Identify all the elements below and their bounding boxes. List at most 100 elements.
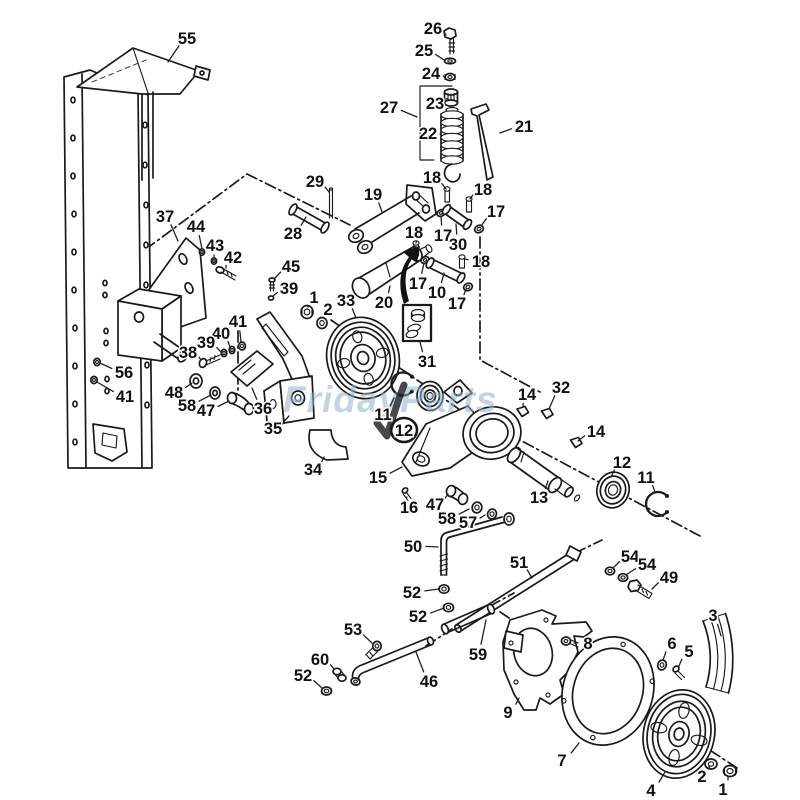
leader-line-13 <box>544 480 549 489</box>
part-callout-30: 30 <box>449 236 467 254</box>
leader-line-18 <box>441 182 447 190</box>
part-callout-47: 47 <box>426 496 444 514</box>
hardware-left-cluster <box>89 247 276 416</box>
part-callout-25: 25 <box>415 42 433 60</box>
leader-line-54 <box>612 561 621 569</box>
leader-line-44 <box>198 235 203 250</box>
leader-line-49 <box>651 582 660 590</box>
part-callout-3: 3 <box>708 607 717 625</box>
part-callout-46: 46 <box>420 673 438 691</box>
part-callout-31: 31 <box>418 353 436 371</box>
leader-line-34 <box>321 456 325 463</box>
leader-line-17 <box>480 217 488 227</box>
part-callout-49: 49 <box>660 569 678 587</box>
leader-line-59 <box>480 619 487 645</box>
part-callout-22: 22 <box>419 125 437 143</box>
part-callout-18: 18 <box>405 224 423 242</box>
part-callout-17: 17 <box>434 227 452 245</box>
leader-line-53 <box>362 634 373 644</box>
hardware-47-58-57 <box>445 484 498 520</box>
leader-line-17 <box>463 288 467 296</box>
part-callout-8: 8 <box>583 635 592 653</box>
leader-line-40 <box>227 340 231 348</box>
part-callout-44: 44 <box>187 218 206 236</box>
part-callout-38: 38 <box>179 344 197 362</box>
part-callout-2: 2 <box>323 301 332 319</box>
part-11-snap-ring-left <box>390 371 414 397</box>
part-callout-14: 14 <box>587 423 606 441</box>
leader-line-47 <box>444 493 449 499</box>
leader-line-7 <box>570 742 580 754</box>
leader-line-48 <box>184 382 193 389</box>
part-callout-18: 18 <box>474 181 492 199</box>
hardware-6-5-2-1-lower <box>656 659 738 778</box>
hardware-1-2-upper <box>300 304 328 330</box>
part-callout-17: 17 <box>448 295 466 313</box>
watermark-text: FridayParts <box>283 379 498 420</box>
part-callout-58: 58 <box>178 397 196 415</box>
part-9-plate <box>502 609 593 711</box>
leader-line-57 <box>479 514 486 519</box>
part-callout-17: 17 <box>409 275 427 293</box>
hardware-pins-upper <box>288 186 485 292</box>
part-callout-48: 48 <box>165 384 183 402</box>
leader-line-4 <box>658 771 666 783</box>
part-31-box <box>401 303 433 343</box>
leader-line-39 <box>272 291 279 297</box>
leader-line-11 <box>652 484 656 493</box>
part-callout-45: 45 <box>282 258 300 276</box>
leader-line-19 <box>378 202 383 213</box>
part-7-ring <box>561 636 655 746</box>
part-callout-55: 55 <box>178 30 196 48</box>
part-callout-26: 26 <box>424 20 442 38</box>
part-callout-50: 50 <box>404 538 422 556</box>
leader-line-36 <box>251 387 258 400</box>
part-callout-47: 47 <box>197 402 215 420</box>
part-callout-59: 59 <box>469 646 487 664</box>
part-callout-53: 53 <box>344 621 362 639</box>
watermark: FridayParts <box>283 379 498 440</box>
leader-line-12 <box>610 469 615 478</box>
part-callout-29: 29 <box>306 173 324 191</box>
leader-line-3 <box>716 623 722 637</box>
part-callout-16: 16 <box>400 499 418 517</box>
part-callout-28: 28 <box>284 225 302 243</box>
part-callout-15: 15 <box>369 469 387 487</box>
part-callout-33: 33 <box>337 292 355 310</box>
part-46-rod <box>350 636 435 686</box>
leader-line-21 <box>499 128 513 134</box>
leader-line-35 <box>282 415 290 423</box>
part-callout-21: 21 <box>515 118 533 136</box>
leader-line-6 <box>662 651 667 661</box>
part-callout-43: 43 <box>206 237 224 255</box>
leader-line-32 <box>548 395 556 410</box>
part-34-u-bracket <box>308 429 349 461</box>
part-callout-37: 37 <box>156 208 174 226</box>
part-12-bearing-left <box>416 380 444 412</box>
leader-line-18 <box>464 258 469 261</box>
part-callout-32: 32 <box>552 379 570 397</box>
leader-line-25 <box>434 53 445 61</box>
part-callout-23: 23 <box>426 95 444 113</box>
part-callout-18: 18 <box>423 169 441 187</box>
part-callout-11: 11 <box>374 406 391 424</box>
leader-line-37 <box>170 224 179 242</box>
part-callout-42: 42 <box>224 249 242 267</box>
part-14-32-keys <box>516 405 583 449</box>
part-callout-39: 39 <box>197 334 215 352</box>
leader-line-58 <box>198 394 212 402</box>
part-callout-27: 27 <box>380 99 398 117</box>
leader-line-30 <box>455 223 458 235</box>
highlight-label: 12 <box>395 422 413 440</box>
leader-line-1 <box>306 304 309 308</box>
direction-arrow-icon <box>400 246 420 304</box>
leader-line-52 <box>424 588 440 592</box>
part-8-bolt <box>560 636 579 648</box>
part-callout-52: 52 <box>409 608 427 626</box>
highlight-ellipse <box>389 416 419 444</box>
part-callout-12: 12 <box>613 454 631 472</box>
part-3-belt <box>702 612 734 694</box>
part-callout-14: 14 <box>518 386 537 404</box>
